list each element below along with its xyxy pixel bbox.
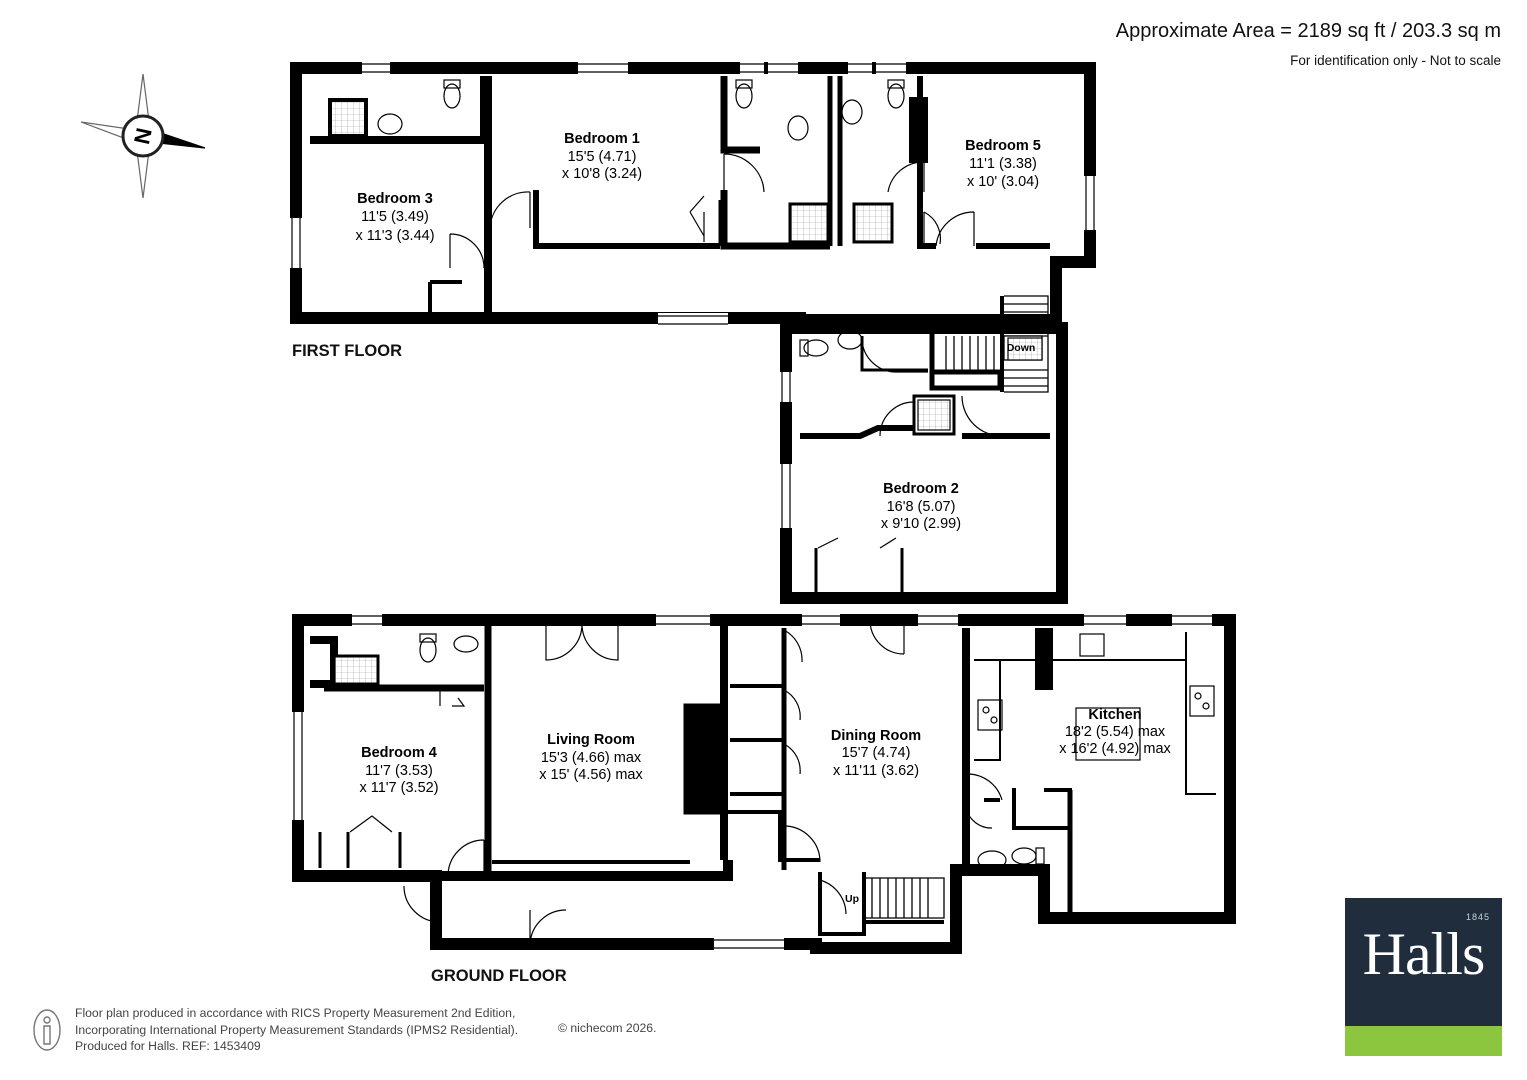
room-name: Bedroom 4	[361, 745, 437, 761]
footer-note: Floor plan produced in accordance with R…	[75, 1005, 518, 1055]
logo-wordmark: Halls	[1362, 921, 1486, 987]
first-floor-label: FIRST FLOOR	[292, 342, 402, 360]
north-compass-icon: N	[80, 73, 206, 199]
room-dimension: 11'7 (3.53)	[365, 763, 433, 779]
ground-floor-plan	[291, 613, 1236, 954]
room-dimension: 15'5 (4.71)	[568, 149, 637, 165]
room-bedroom-4: Bedroom 4 11'7 (3.53) x 11'7 (3.52)	[359, 745, 438, 796]
stairs-up-label: Up	[845, 893, 859, 905]
ground-floor-label: GROUND FLOOR	[431, 967, 567, 985]
compass-label: N	[129, 126, 157, 147]
room-dimension: x 11'3 (3.44)	[355, 228, 434, 244]
room-bedroom-1: Bedroom 1 15'5 (4.71) x 10'8 (3.24)	[562, 131, 642, 182]
room-dimension: x 10'8 (3.24)	[562, 166, 642, 182]
stairs-down-label: Down	[1007, 342, 1036, 354]
logo-year: 1845	[1465, 912, 1490, 922]
room-dimension: x 16'2 (4.92) max	[1059, 741, 1171, 757]
identification-note: For identification only - Not to scale	[1290, 53, 1501, 68]
first-floor-plan	[289, 61, 1097, 604]
room-dimension: 15'7 (4.74)	[842, 745, 911, 761]
footer-line: Produced for Halls. REF: 1453409	[75, 1039, 261, 1053]
room-dimension: 18'2 (5.54) max	[1065, 724, 1166, 740]
room-dimension: x 11'11 (3.62)	[833, 763, 919, 779]
logo-green-bar	[1345, 1026, 1502, 1056]
room-dimension: 11'5 (3.49)	[361, 209, 429, 225]
room-dimension: 15'3 (4.66) max	[541, 750, 642, 766]
room-bedroom-2: Bedroom 2 16'8 (5.07) x 9'10 (2.99)	[881, 481, 961, 532]
room-dimension: 11'1 (3.38)	[969, 156, 1037, 172]
room-dimension: x 11'7 (3.52)	[359, 780, 438, 796]
room-dining-room: Dining Room 15'7 (4.74) x 11'11 (3.62)	[831, 728, 921, 779]
room-living-room: Living Room 15'3 (4.66) max x 15' (4.56)…	[539, 732, 643, 783]
room-name: Dining Room	[831, 728, 921, 744]
room-bedroom-3: Bedroom 3 11'5 (3.49) x 11'3 (3.44)	[355, 191, 434, 244]
halls-logo: 1845 Halls	[1345, 898, 1502, 1056]
room-dimension: x 15' (4.56) max	[539, 767, 643, 783]
room-name: Bedroom 1	[564, 131, 640, 147]
room-name: Bedroom 5	[965, 138, 1041, 154]
footer-line: Floor plan produced in accordance with R…	[75, 1006, 516, 1020]
room-name: Bedroom 2	[883, 481, 959, 497]
room-name: Living Room	[547, 732, 635, 748]
footer-line: Incorporating International Property Mea…	[75, 1022, 519, 1037]
room-bedroom-5: Bedroom 5 11'1 (3.38) x 10' (3.04)	[965, 138, 1041, 190]
room-dimension: x 9'10 (2.99)	[881, 516, 961, 532]
person-scale-icon	[33, 1009, 61, 1051]
room-dimension: 16'8 (5.07)	[887, 499, 956, 515]
room-name: Kitchen	[1088, 707, 1141, 723]
room-name: Bedroom 3	[357, 191, 433, 207]
room-kitchen: Kitchen 18'2 (5.54) max x 16'2 (4.92) ma…	[1059, 707, 1171, 757]
approximate-area: Approximate Area = 2189 sq ft / 203.3 sq…	[1115, 20, 1501, 42]
copyright: © nichecom 2026.	[558, 1021, 657, 1035]
room-dimension: x 10' (3.04)	[967, 174, 1039, 190]
